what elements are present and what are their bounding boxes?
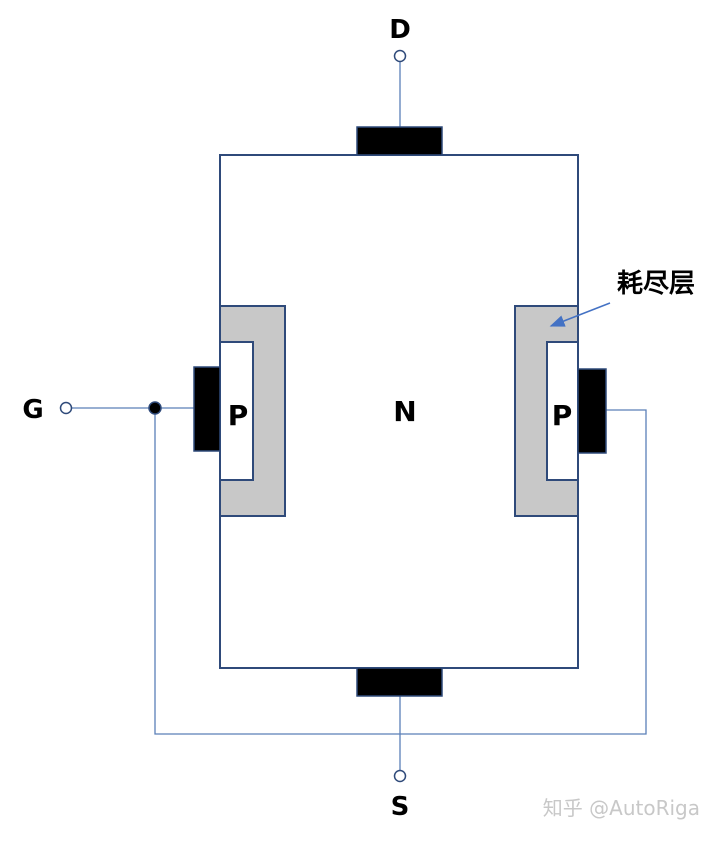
n-region-label: N — [393, 395, 416, 428]
depletion-arrow-icon — [549, 302, 611, 327]
drain-contact — [356, 126, 443, 156]
gate-terminal-icon — [59, 401, 73, 415]
wires — [71, 62, 647, 770]
p-region-right-label: P — [552, 399, 573, 432]
source-terminal-icon — [393, 769, 407, 783]
p-region-left — [219, 341, 254, 481]
source-label: S — [391, 792, 410, 822]
p-region-left-label: P — [228, 399, 249, 432]
gate-label: G — [22, 395, 43, 425]
drain-terminal-icon — [393, 49, 407, 63]
gate-contact-right — [577, 368, 607, 454]
gate-loop-wire — [154, 408, 647, 735]
source-contact — [356, 667, 443, 697]
drain-label: D — [389, 15, 411, 45]
gate-contact-left — [193, 366, 221, 452]
watermark: 知乎 @AutoRiga — [543, 796, 700, 820]
gate-junction-dot-icon — [148, 401, 162, 415]
depletion-layer-label: 耗尽层 — [617, 269, 695, 299]
